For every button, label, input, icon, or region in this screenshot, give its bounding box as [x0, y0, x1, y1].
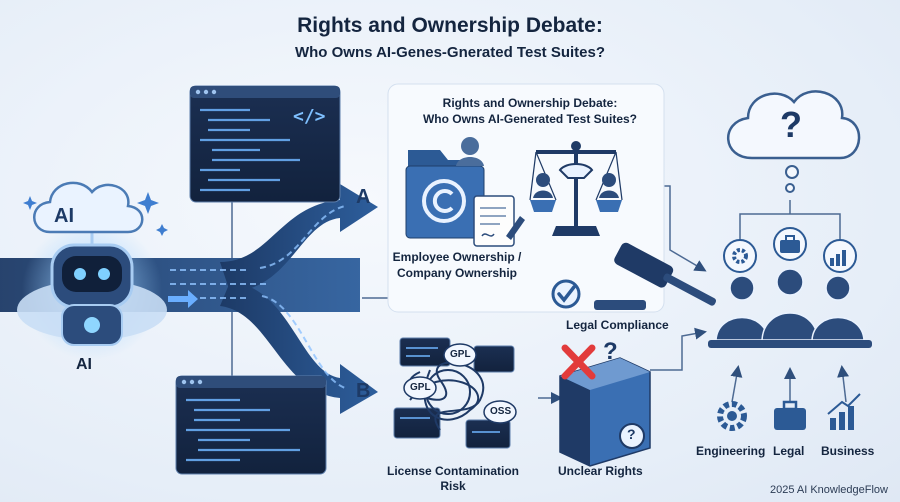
copyright-folder-icon — [405, 137, 485, 239]
code-window-top — [189, 85, 341, 203]
unclear-rights-label: Unclear Rights — [558, 464, 643, 478]
stakeholder-business-label: Business — [821, 444, 875, 458]
thought-question-mark: ? — [780, 104, 802, 145]
card-title: Rights and Ownership Debate: — [442, 96, 618, 110]
unclear-question-mark: ? — [603, 338, 618, 365]
ownership-label-line1: Employee Ownership / — [392, 250, 522, 264]
license-tag-gpl-1: GPL — [450, 349, 471, 360]
legal-compliance-label: Legal Compliance — [566, 318, 669, 332]
ai-cloud-label: AI — [54, 205, 74, 227]
page-subtitle: Who Owns AI-Genes-Gnerated Test Suites? — [294, 44, 606, 61]
unclear-rights-box-icon — [559, 357, 651, 467]
top-card-panel — [387, 83, 665, 313]
check-circle-icon — [551, 279, 581, 309]
ai-robot — [17, 220, 167, 360]
ai-cloud — [33, 181, 144, 234]
ai-robot-label: AI — [76, 356, 92, 373]
red-x-icon — [561, 344, 596, 380]
card-subtitle: Who Owns AI-Generated Test Suites? — [422, 112, 638, 126]
stakeholder-legal-label: Legal — [773, 444, 805, 458]
bar-chart-icon — [827, 393, 861, 430]
page-title: Rights and Ownership Debate: — [297, 14, 603, 37]
box-question-mark: ? — [627, 426, 636, 442]
briefcase-icon — [774, 400, 806, 430]
thought-cloud-icon — [727, 90, 861, 193]
document-pen-icon — [473, 195, 525, 247]
branch-a-arrow — [220, 184, 378, 292]
license-tag-oss: OSS — [490, 406, 512, 417]
sparkle-icons — [23, 192, 168, 236]
license-tangle-icon — [393, 337, 517, 449]
gear-icon — [717, 401, 747, 431]
footer-credit: 2025 AI KnowledgeFlow — [769, 484, 888, 496]
license-tag-gpl-2: GPL — [410, 382, 431, 393]
branch-a-label: A — [356, 186, 371, 208]
ownership-label-line2: Company Ownership — [396, 266, 518, 280]
small-arrow-right — [168, 290, 198, 308]
code-tag-icon: </> — [293, 106, 326, 127]
scales-of-justice-icon — [529, 141, 623, 236]
license-risk-label-line2: Risk — [440, 479, 466, 493]
license-risk-label-line1: License Contamination — [386, 464, 520, 478]
stakeholder-people — [715, 268, 865, 341]
branch-b-label: B — [356, 380, 371, 402]
stakeholder-engineering-label: Engineering — [696, 444, 766, 458]
branch-b-arrow — [220, 282, 378, 414]
code-window-bottom — [175, 375, 327, 475]
people-platform — [708, 340, 872, 348]
gavel-icon — [594, 242, 717, 310]
stakeholder-icon-row — [723, 227, 857, 273]
